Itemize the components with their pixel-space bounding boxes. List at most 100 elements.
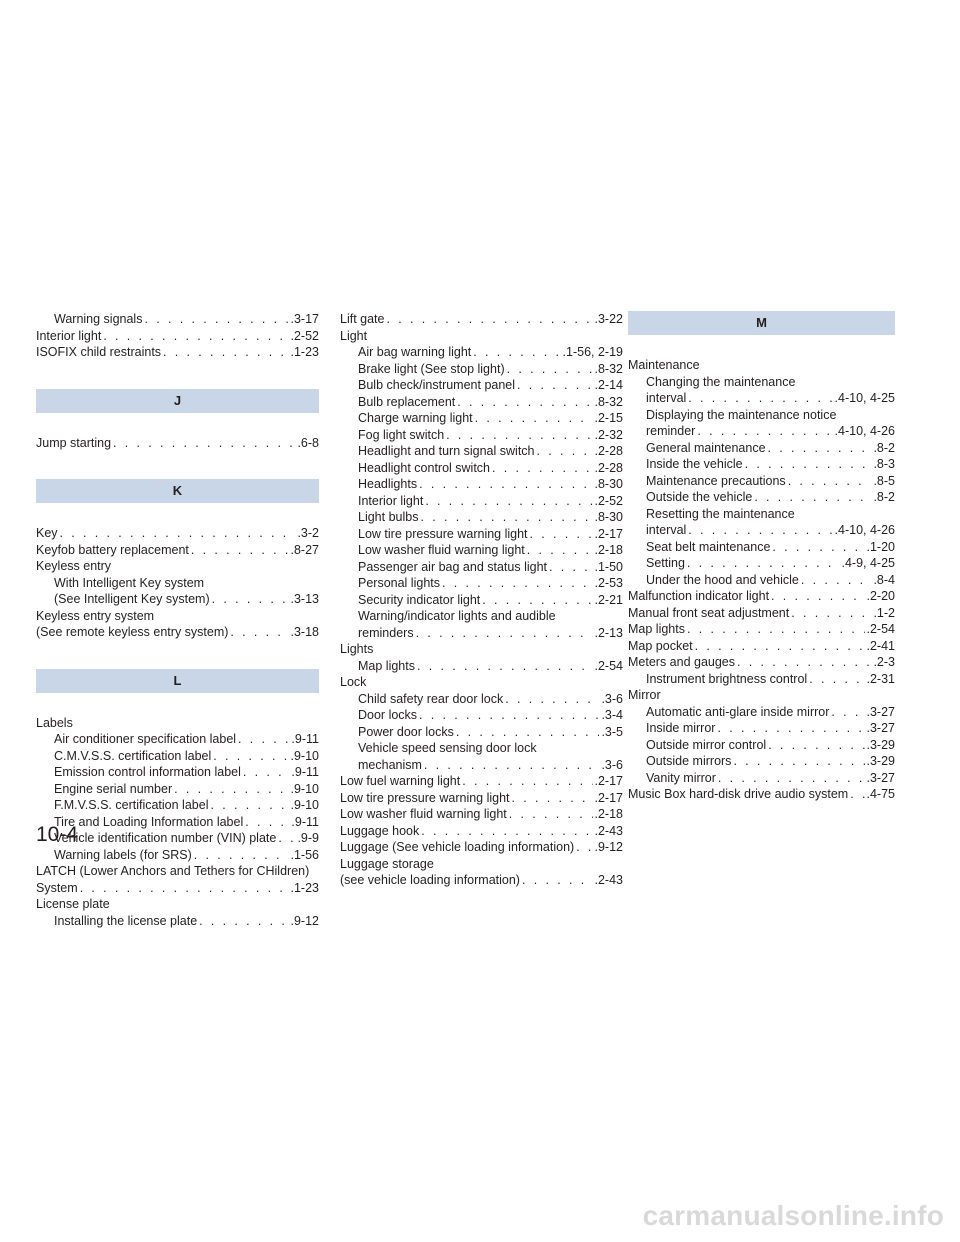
entry-page-ref: .2-15 (594, 411, 624, 425)
entry-page-ref: .4-75 (866, 787, 896, 801)
dot-leader (199, 913, 288, 930)
dot-leader (475, 410, 593, 427)
entry-label: F.M.V.S.S. certification label (54, 798, 209, 812)
dot-leader (512, 790, 593, 807)
index-entry: Warning labels (for SRS).1-56 (36, 847, 319, 864)
entry-label: Displaying the maintenance notice (646, 407, 837, 422)
entry-page-ref: .3-6 (601, 757, 623, 772)
dot-leader (791, 605, 871, 622)
dot-leader (718, 770, 865, 787)
index-entry: interval.4-10, 4-25 (628, 390, 895, 407)
index-entry: Engine serial number.9-10 (36, 781, 319, 798)
entry-label: Warning/indicator lights and audible (358, 609, 556, 623)
entry-page-ref: .9-9 (297, 831, 319, 845)
entry-label: Lock (340, 675, 367, 689)
entry-page-ref: .3-18 (290, 625, 320, 639)
dot-leader (416, 625, 593, 642)
dot-leader (517, 377, 592, 394)
entry-page-ref: .8-30 (594, 510, 624, 524)
index-entry: Bulb replacement.8-32 (340, 394, 623, 411)
index-entry: Displaying the maintenance notice (628, 407, 895, 424)
index-entry: Meters and gauges.2-3 (628, 654, 895, 671)
entry-page-ref: .3-27 (866, 704, 896, 719)
dot-leader (446, 427, 592, 444)
dot-leader (194, 847, 289, 864)
dot-leader (442, 575, 593, 592)
index-entry: (See remote keyless entry system).3-18 (36, 624, 319, 641)
index-entry: Low washer fluid warning light.2-18 (340, 542, 623, 559)
index-entry: Vehicle speed sensing door lock (340, 740, 623, 757)
index-entry: Air bag warning light.1-56, 2-19 (340, 344, 623, 361)
entry-label: Map pocket (628, 638, 693, 653)
dot-leader (768, 440, 872, 457)
entry-label: Luggage hook (340, 823, 420, 838)
dot-leader (163, 344, 288, 361)
entry-page-ref: .2-54 (594, 658, 624, 673)
entry-label: Bulb check/instrument panel (358, 378, 516, 392)
index-entry: reminder.4-10, 4-26 (628, 423, 895, 440)
entry-label: Low tire pressure warning light (340, 790, 510, 805)
index-entry: Map pocket.2-41 (628, 638, 895, 655)
dot-leader (213, 748, 288, 765)
entry-label: Outside mirrors (646, 754, 732, 768)
entry-label: interval (646, 391, 687, 405)
entry-label: Under the hood and vehicle (646, 572, 799, 587)
entry-label: Door locks (358, 708, 418, 722)
index-entry: Outside the vehicle.8-2 (628, 489, 895, 506)
index-entry: Passenger air bag and status light.1-50 (340, 559, 623, 576)
entry-page-ref: .9-12 (594, 840, 624, 854)
index-entry: Low washer fluid warning light.2-18 (340, 806, 623, 823)
entry-page-ref: .2-20 (866, 589, 896, 603)
dot-leader (482, 592, 592, 609)
dot-leader (688, 522, 832, 539)
entry-page-ref: .9-11 (291, 814, 319, 829)
index-entry: Resetting the maintenance (628, 506, 895, 523)
index-entry: Charge warning light.2-15 (340, 410, 623, 427)
entry-page-ref: .8-2 (873, 490, 895, 504)
index-entry: Brake light (See stop light).8-32 (340, 361, 623, 378)
entry-page-ref: .1-50 (594, 559, 624, 574)
dot-leader (695, 638, 865, 655)
dot-leader (191, 542, 289, 559)
entry-label: Maintenance (628, 358, 700, 372)
dot-leader (505, 691, 599, 708)
index-entry: Maintenance (628, 357, 895, 374)
dot-leader (831, 704, 864, 721)
entry-page-ref: .9-11 (291, 765, 319, 779)
dot-leader (174, 781, 288, 798)
dot-leader (457, 394, 592, 411)
entry-label: (See Intelligent Key system) (54, 592, 210, 606)
index-entry: Lights (340, 641, 623, 658)
entry-label: Keyfob battery replacement (36, 542, 189, 557)
index-entry: Light bulbs.8-30 (340, 509, 623, 526)
entry-label: Low washer fluid warning light (358, 543, 525, 557)
entry-page-ref: .9-10 (290, 781, 320, 796)
entry-page-ref: .3-17 (290, 312, 320, 326)
entry-page-ref: .8-32 (594, 361, 624, 376)
dot-leader (771, 588, 864, 605)
entry-label: Automatic anti-glare inside mirror (646, 704, 830, 719)
dot-leader (492, 460, 592, 477)
entry-label: reminders (358, 625, 414, 640)
index-entry: Luggage storage (340, 856, 623, 873)
entry-page-ref: .8-2 (873, 440, 895, 455)
entry-label: General maintenance (646, 440, 766, 455)
entry-page-ref: .2-54 (866, 622, 896, 636)
entry-label: Bulb replacement (358, 394, 456, 409)
dot-leader (737, 654, 871, 671)
index-entry: Maintenance precautions.8-5 (628, 473, 895, 490)
index-entry: Luggage hook.2-43 (340, 823, 623, 840)
entry-page-ref: .2-18 (594, 807, 624, 821)
entry-page-ref: .8-30 (594, 477, 624, 491)
index-entry: Lift gate.3-22 (340, 311, 623, 328)
dot-leader (456, 724, 600, 741)
entry-label: Keyless entry (36, 559, 112, 573)
entry-label: Headlights (358, 477, 418, 491)
entry-label: C.M.V.S.S. certification label (54, 748, 212, 763)
entry-label: Manual front seat adjustment (628, 605, 790, 620)
entry-label: Setting (646, 556, 685, 570)
index-entry: Air conditioner specification label.9-11 (36, 731, 319, 748)
dot-leader (238, 731, 289, 748)
index-entry: Child safety rear door lock.3-6 (340, 691, 623, 708)
dot-leader (509, 806, 593, 823)
